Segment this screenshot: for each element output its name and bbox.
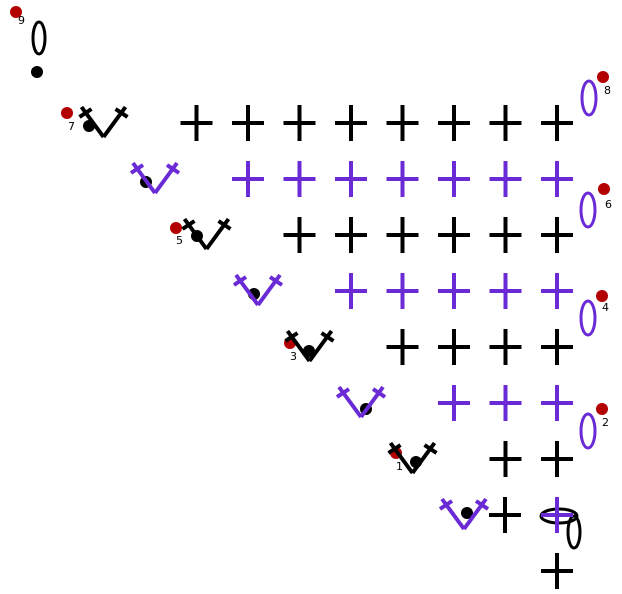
increase-v-icon xyxy=(78,105,129,139)
right-row-markers: 8 6 4 2 xyxy=(539,71,612,550)
row-label-3: 3 xyxy=(290,350,297,363)
single-crochet-icon xyxy=(541,161,573,197)
single-crochet-icon xyxy=(438,217,470,253)
single-crochet-icon xyxy=(386,329,419,365)
single-crochet-icon xyxy=(283,105,316,141)
row-label-4: 4 xyxy=(602,301,609,314)
row-6-turning-chain xyxy=(579,191,597,229)
stitch-row-7 xyxy=(129,161,573,197)
single-crochet-icon xyxy=(489,385,522,421)
single-crochet-icon xyxy=(438,385,470,421)
single-crochet-icon xyxy=(335,105,367,141)
row-8-marker-dot xyxy=(597,71,609,83)
increase-v-icon xyxy=(181,217,232,251)
row-6-marker-dot xyxy=(598,183,610,195)
stitch-row-3 xyxy=(335,385,573,421)
single-crochet-icon xyxy=(283,161,316,197)
row-2-turning-chain xyxy=(579,412,597,450)
single-crochet-icon xyxy=(386,273,419,309)
single-crochet-icon xyxy=(335,217,367,253)
row-2-slip-stitch xyxy=(461,507,473,519)
stitch-row-0 xyxy=(541,553,573,589)
single-crochet-icon xyxy=(489,161,522,197)
row-label-2: 2 xyxy=(602,416,609,429)
single-crochet-icon xyxy=(489,497,521,533)
row-5-marker-dot xyxy=(170,222,182,234)
single-crochet-icon xyxy=(283,217,316,253)
row-label-8: 8 xyxy=(604,84,611,97)
single-crochet-icon xyxy=(438,273,470,309)
increase-v-icon xyxy=(129,161,181,195)
stitch-rows xyxy=(78,105,573,589)
row-4-marker-dot xyxy=(596,290,608,302)
increase-v-icon xyxy=(438,497,490,531)
row-label-7: 7 xyxy=(68,120,75,133)
single-crochet-icon xyxy=(386,217,419,253)
increase-v-icon xyxy=(335,385,387,419)
single-crochet-icon xyxy=(541,273,573,309)
stitch-row-6 xyxy=(181,217,573,253)
single-crochet-icon xyxy=(438,105,470,141)
row-9-slip-stitch xyxy=(31,66,43,78)
row-label-6: 6 xyxy=(605,198,612,211)
single-crochet-icon xyxy=(232,161,264,197)
increase-v-icon xyxy=(284,329,335,363)
row-9-start: 9 xyxy=(10,6,47,78)
increase-v-icon xyxy=(232,273,284,307)
single-crochet-icon xyxy=(489,217,522,253)
row-label-1: 1 xyxy=(396,460,403,473)
single-crochet-icon xyxy=(386,161,419,197)
single-crochet-icon xyxy=(489,105,522,141)
single-crochet-icon xyxy=(541,385,573,421)
stitch-row-4 xyxy=(284,329,573,365)
single-crochet-icon xyxy=(438,161,470,197)
stitch-row-1 xyxy=(438,497,573,533)
row-label-5: 5 xyxy=(176,234,183,247)
single-crochet-icon xyxy=(335,273,367,309)
single-crochet-icon xyxy=(386,105,419,141)
row-7-marker-dot xyxy=(61,107,73,119)
increase-v-icon xyxy=(387,441,438,475)
row-9-turning-chain xyxy=(31,20,47,56)
single-crochet-icon xyxy=(541,553,573,589)
single-crochet-icon xyxy=(180,105,213,141)
single-crochet-icon xyxy=(232,105,264,141)
row-8-turning-chain xyxy=(580,79,598,117)
foundation-chain-vertical xyxy=(566,514,582,550)
single-crochet-icon xyxy=(541,217,573,253)
stitch-row-8 xyxy=(78,105,573,141)
row-label-9: 9 xyxy=(18,14,25,27)
single-crochet-icon xyxy=(541,105,573,141)
row-9-marker-dot xyxy=(10,6,22,18)
single-crochet-icon xyxy=(335,161,367,197)
single-crochet-icon xyxy=(541,497,573,533)
single-crochet-icon xyxy=(489,273,522,309)
row-4-turning-chain xyxy=(579,299,597,337)
row-2-marker-dot xyxy=(596,403,608,415)
stitch-row-5 xyxy=(232,273,573,309)
single-crochet-icon xyxy=(541,441,573,477)
stitch-row-2 xyxy=(387,441,573,477)
single-crochet-icon xyxy=(489,329,522,365)
single-crochet-icon xyxy=(489,441,522,477)
single-crochet-icon xyxy=(541,329,573,365)
single-crochet-icon xyxy=(438,329,470,365)
left-row-markers: 7 5 3 1 xyxy=(61,107,473,519)
